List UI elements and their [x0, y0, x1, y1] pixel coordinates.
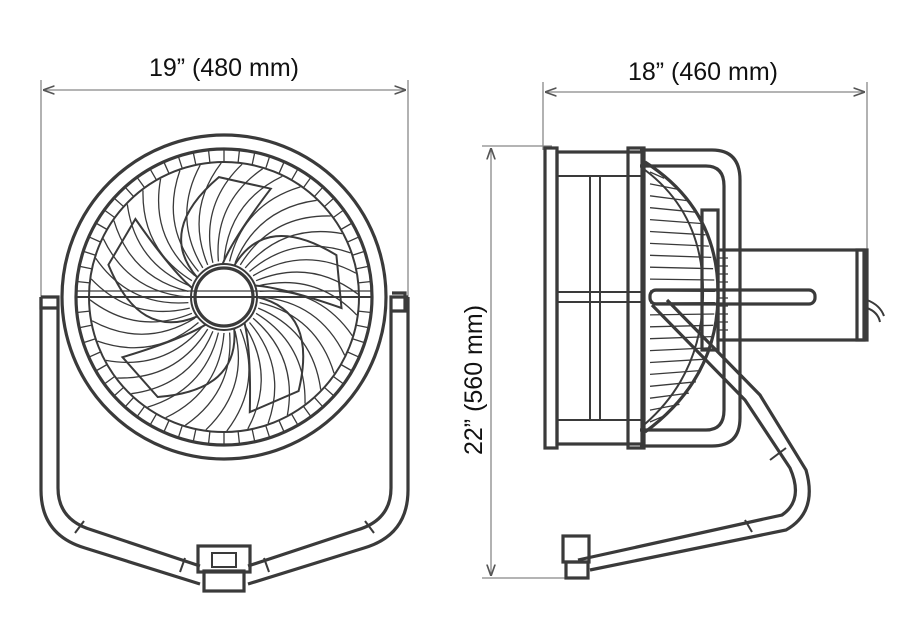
- depth-dimension: 18” (460 mm): [542, 58, 868, 250]
- height-dimension: 22” (560 mm): [460, 145, 570, 579]
- width-label: 19” (480 mm): [149, 54, 299, 82]
- side-housing: [543, 146, 742, 450]
- depth-label: 18” (460 mm): [628, 58, 778, 86]
- side-cage: [644, 160, 720, 434]
- width-dimension: 19” (480 mm): [40, 54, 409, 298]
- side-stand: [561, 298, 811, 580]
- front-fan-head: [60, 133, 388, 461]
- front-stand: [39, 291, 410, 593]
- front-view: 19” (480 mm): [39, 54, 410, 593]
- side-view: 18” (460 mm) 22” (560 mm): [460, 58, 885, 580]
- fan-blades: [107, 176, 343, 414]
- side-motor: [648, 208, 885, 352]
- height-label: 22” (560 mm): [460, 305, 488, 455]
